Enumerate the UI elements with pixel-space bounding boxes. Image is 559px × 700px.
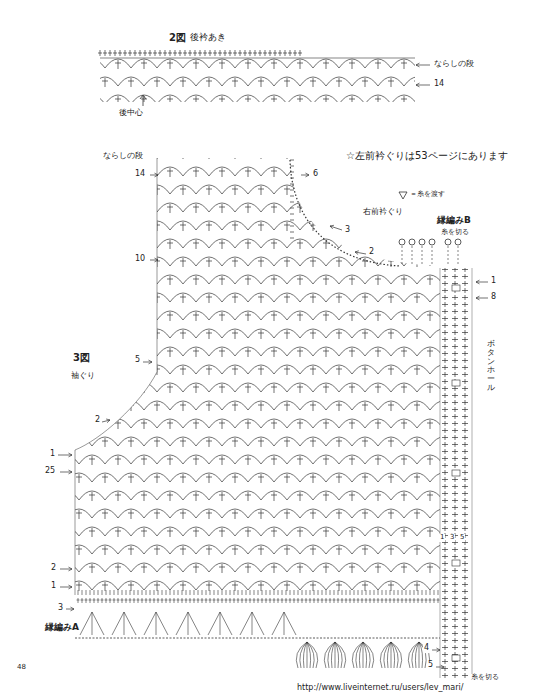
leader-arrow xyxy=(416,63,430,67)
chart-label: 1 xyxy=(49,450,56,459)
leader-arrow xyxy=(66,607,74,611)
chart-label: ＝糸を渡す xyxy=(409,191,446,199)
rib-band xyxy=(440,268,472,678)
chart-label: 8 xyxy=(490,293,497,302)
chart-label: ならしの段 xyxy=(433,60,475,69)
leader-arrow xyxy=(416,83,430,87)
leader-arrow xyxy=(355,251,366,255)
chart-label: 3図 xyxy=(72,352,91,363)
leader-arrow xyxy=(60,470,72,474)
chart-label: 3 xyxy=(344,226,351,235)
chart-label: 糸を切る xyxy=(440,229,470,237)
leader-arrow xyxy=(58,453,72,457)
chart-label: 6 xyxy=(312,170,319,179)
chart-label: 4 xyxy=(423,644,430,653)
chart-label: ボタンホール xyxy=(486,340,496,393)
chart-label: 5 xyxy=(459,534,465,542)
leader-arrow xyxy=(102,419,110,423)
leader-arrow xyxy=(150,258,158,262)
leader-arrow xyxy=(143,360,152,364)
chart-label: 右前衿ぐり xyxy=(362,208,404,217)
lace-strip xyxy=(100,58,415,102)
chart-label: ならしの段 xyxy=(102,152,144,161)
leader-arrow xyxy=(432,648,440,652)
chart-label: 1 xyxy=(439,534,445,542)
chart-label: 25 xyxy=(44,467,56,476)
leader-arrow xyxy=(476,296,488,300)
chart-label: 縁編みB xyxy=(436,216,472,226)
leader-arrow xyxy=(436,665,444,669)
chart-label: 2 xyxy=(50,564,57,573)
chart-label: 後中心 xyxy=(118,109,144,118)
chart-label: 1 xyxy=(50,582,57,591)
leader-arrow xyxy=(60,585,72,589)
leader-arrow xyxy=(330,225,342,230)
chart-label: 2 xyxy=(368,248,375,257)
chart-label: 縁編みA xyxy=(44,623,80,633)
chart-label: 1 xyxy=(490,277,497,286)
chart-label: 14 xyxy=(134,170,146,179)
chart-label: 3 xyxy=(449,534,455,542)
chart-label: 48 xyxy=(16,664,27,672)
figure-title: 2図 xyxy=(168,32,187,43)
chart-label: ☆左前衿ぐりは53ページにあります xyxy=(345,150,509,161)
leader-arrow xyxy=(60,567,72,571)
chart-label: 3 xyxy=(57,604,64,613)
chart-label: 10 xyxy=(134,255,146,264)
chart-label: 14 xyxy=(433,80,445,89)
leader-arrow xyxy=(476,280,488,284)
chart-label: 後衿あき xyxy=(189,33,227,43)
leader-arrow xyxy=(301,173,309,177)
chart-label: 2 xyxy=(94,416,101,425)
lace-body xyxy=(70,150,445,600)
chart-label: 袖ぐり xyxy=(70,372,96,381)
chart-label: 5 xyxy=(134,356,141,365)
chart-label: 5 xyxy=(427,661,434,670)
leader-arrow xyxy=(150,173,158,177)
chart-label: 糸を切る xyxy=(470,674,500,682)
chart-label: http://www.liveinternet.ru/users/lev_mar… xyxy=(296,684,464,693)
